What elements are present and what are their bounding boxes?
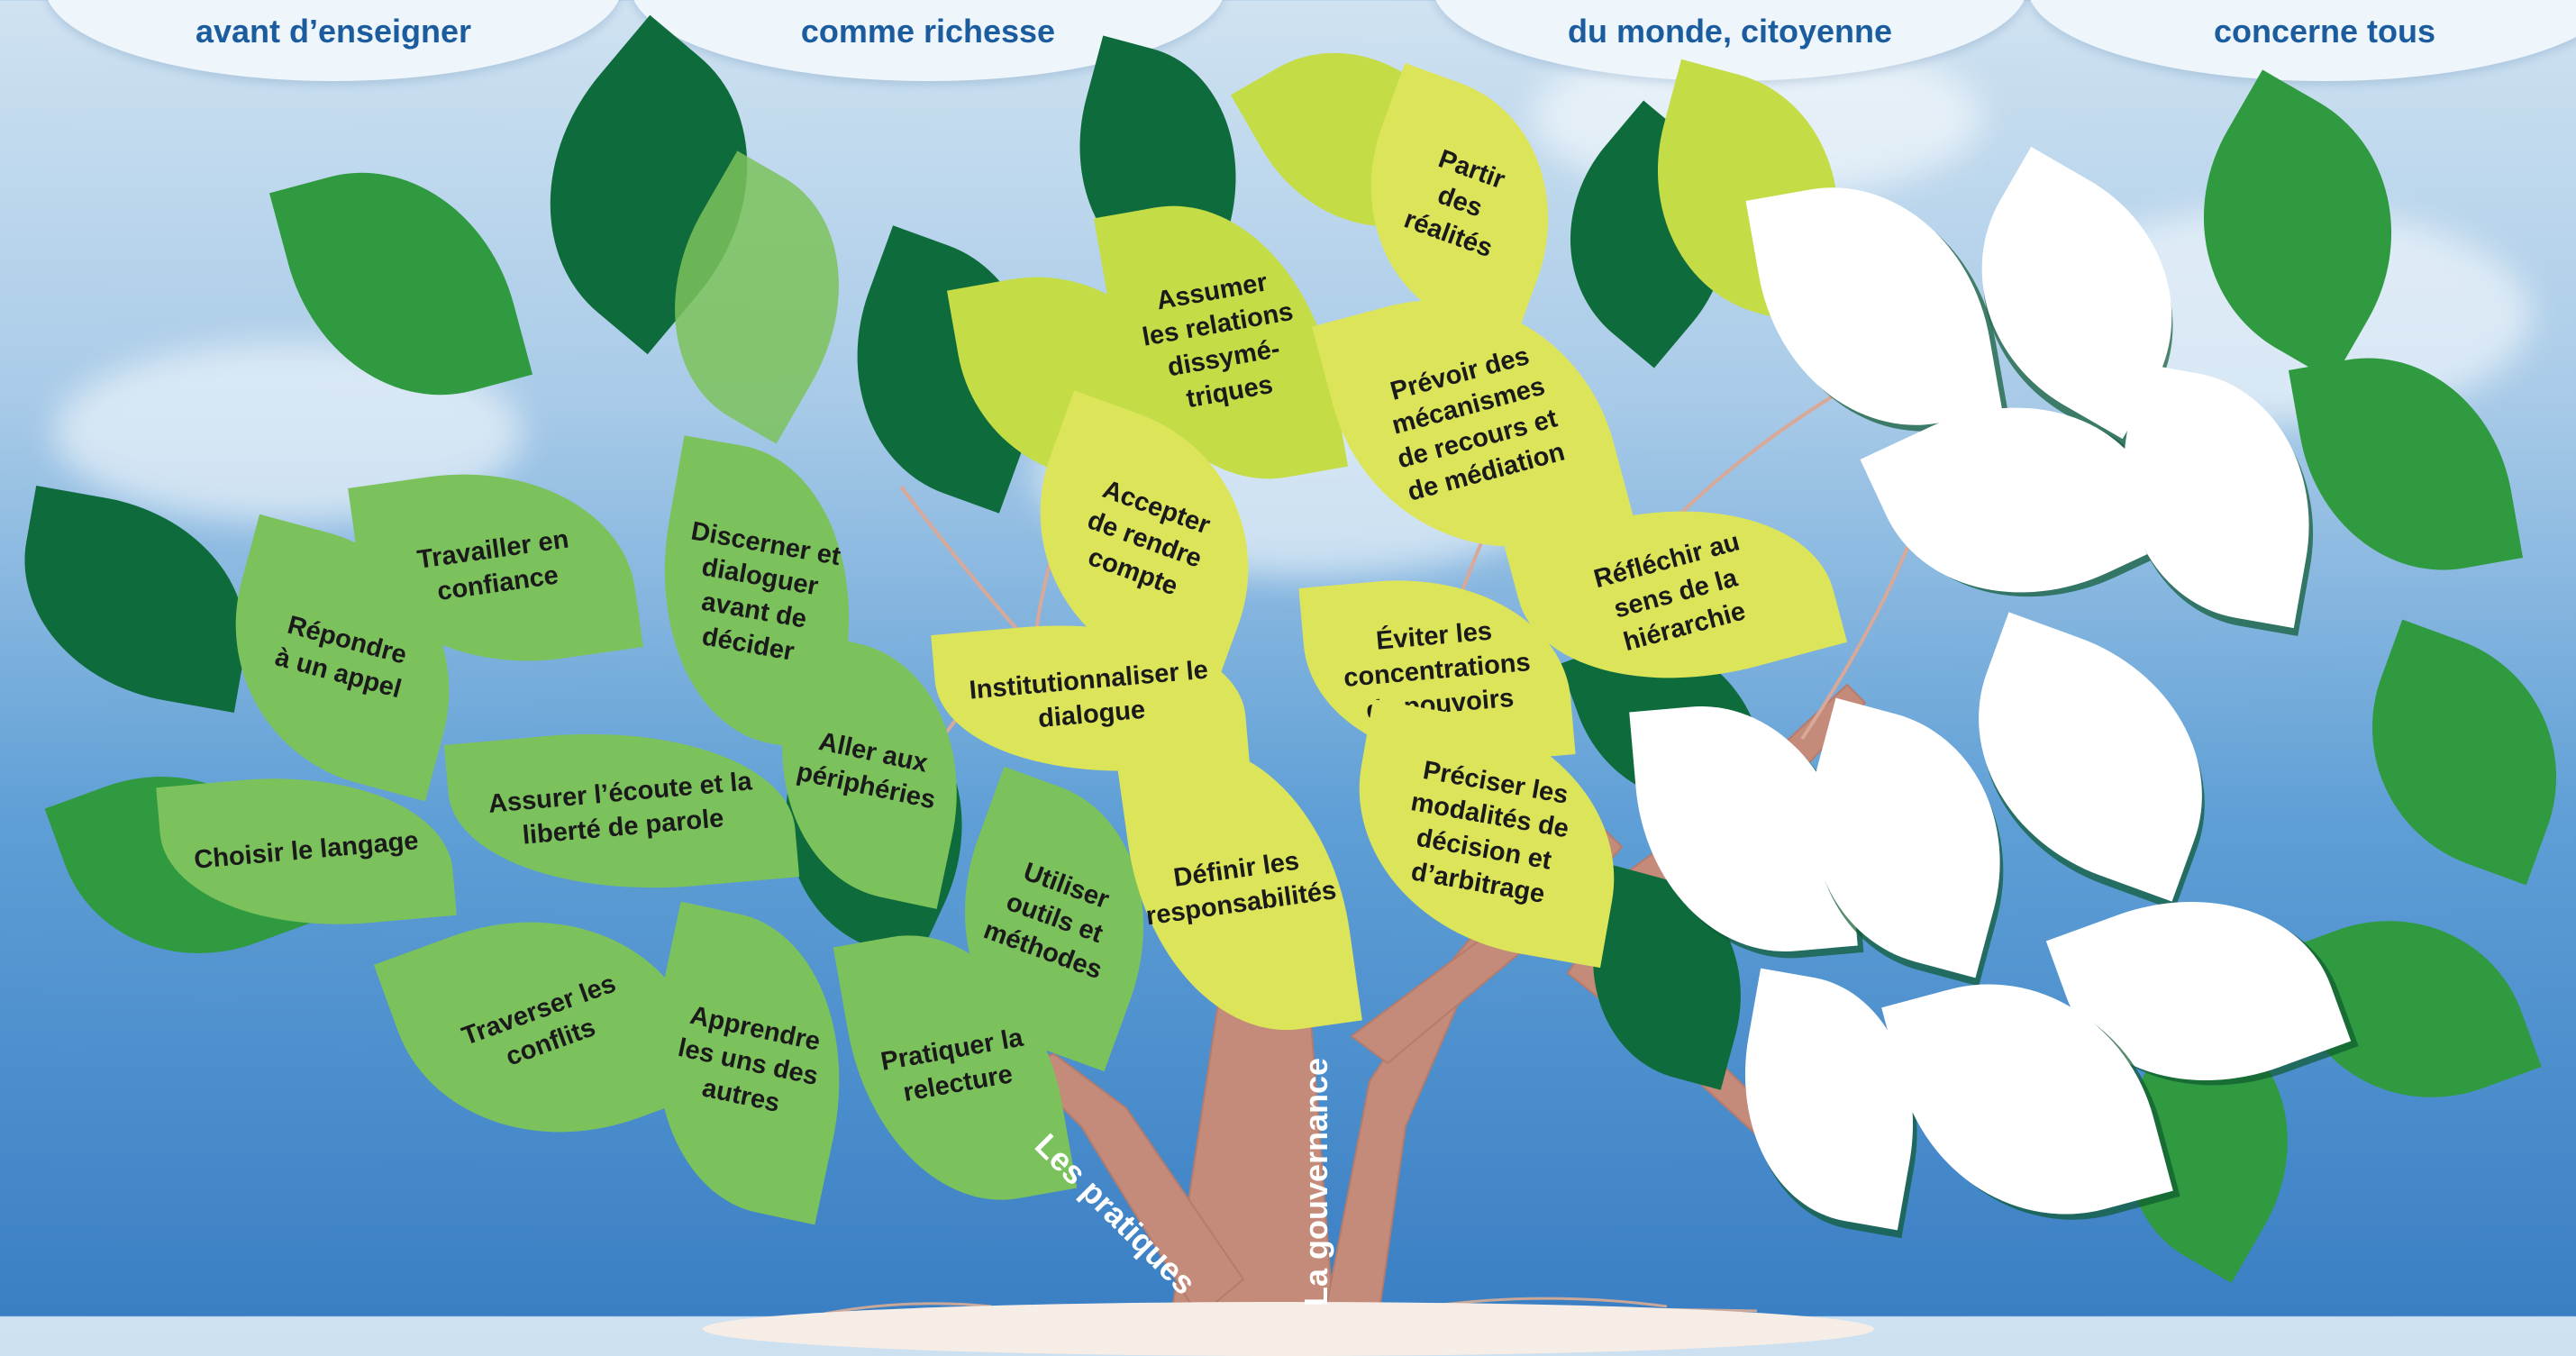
leaf-label: Apprendre les uns des autres <box>675 1001 824 1118</box>
leaf-label: Partir des réalités <box>1400 144 1509 264</box>
leaf-label: Assumer les relations dissymé-triques <box>1140 267 1296 414</box>
leaf-label: Aller aux périphéries <box>794 727 939 815</box>
branch-label-gouvernance: La gouvernance <box>1297 1057 1334 1306</box>
leaf-label: Traverser les conflits <box>458 969 620 1072</box>
leaf-label: Utiliser outils et méthodes <box>979 857 1113 986</box>
leaf-label: Prévoir des mécanismes de recours et de … <box>1387 341 1568 507</box>
leaf-label: Pratiquer la relecture <box>878 1024 1025 1108</box>
header-bubble-text: du monde, citoyenne <box>1567 13 1893 50</box>
header-bubble-text: comme richesse <box>800 13 1056 50</box>
leaf-label: Définir les responsabilités <box>1143 846 1339 932</box>
ground <box>703 1302 1874 1356</box>
leaf-label: Assurer l’écoute et la liberté de parole <box>487 767 753 851</box>
leaf-label: Travailler en confiance <box>415 524 571 607</box>
leaf-label: Réfléchir au sens de la hiérarchie <box>1590 527 1749 657</box>
leaf-label: Choisir le langage <box>193 826 420 875</box>
leaf-label: Accepter de rendre compte <box>1083 475 1214 602</box>
leaf-label: Répondre à un appel <box>271 611 410 705</box>
header-bubble-text: concerne tous <box>2213 13 2436 50</box>
header-bubble-text: avant d’enseigner <box>195 13 472 50</box>
leaf-label: Institutionnaliser le dialogue <box>968 655 1210 734</box>
leaf-label: Préciser les modalités de décision et d’… <box>1408 755 1571 909</box>
